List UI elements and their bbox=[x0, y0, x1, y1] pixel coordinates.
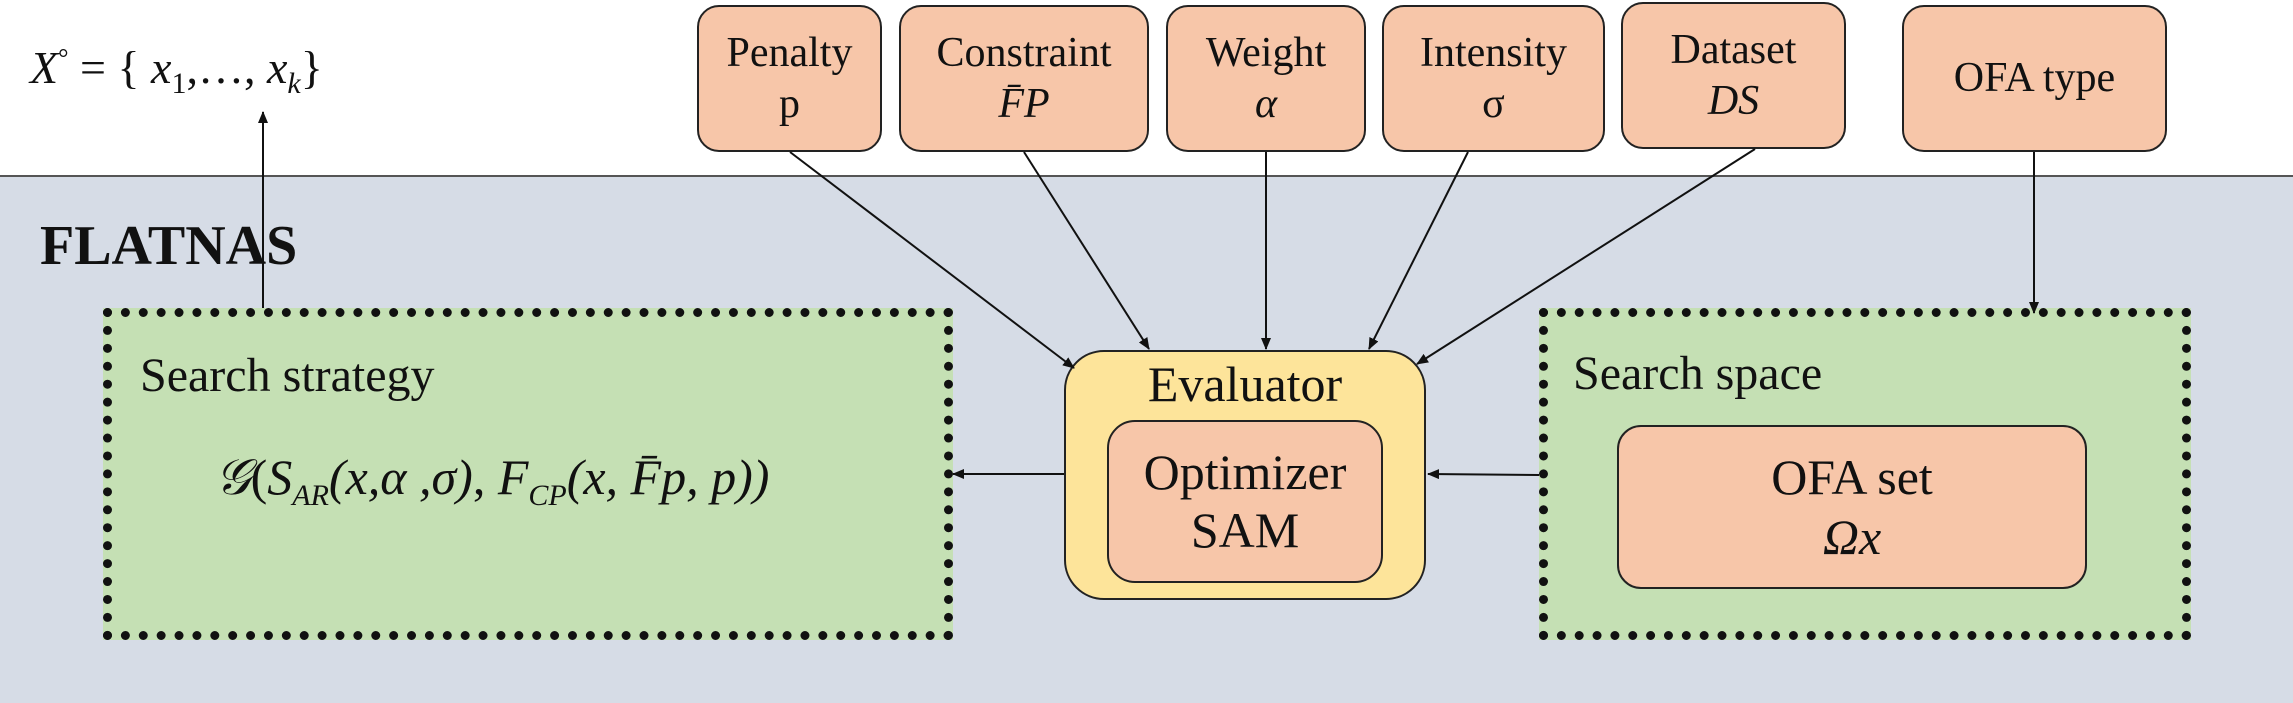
optimizer-line1: Optimizer bbox=[1143, 444, 1347, 500]
param-penalty-label: Penalty bbox=[726, 30, 853, 77]
param-constraint: Constraint F̄P bbox=[899, 5, 1149, 152]
param-weight: Weight α bbox=[1166, 5, 1366, 152]
output-equals: = { bbox=[68, 42, 152, 93]
search-strategy-box bbox=[103, 308, 953, 640]
param-dataset-label: Dataset bbox=[1670, 27, 1797, 74]
output-architecture-set: X° = { x1,…, xk} bbox=[30, 42, 323, 101]
formula-s-sub: AR bbox=[292, 479, 329, 512]
param-penalty: Penalty p bbox=[697, 5, 882, 152]
param-constraint-symbol: F̄P bbox=[998, 80, 1050, 127]
evaluator-label: Evaluator bbox=[1147, 356, 1343, 412]
formula-g: 𝒢 bbox=[215, 449, 251, 505]
param-ofa-type-label: OFA type bbox=[1953, 55, 2116, 102]
param-penalty-symbol: p bbox=[779, 80, 800, 127]
arrow-penalty-evaluator bbox=[789, 151, 1075, 369]
optimizer-line2: SAM bbox=[1190, 501, 1300, 558]
optimizer-box: Optimizer SAM bbox=[1107, 420, 1383, 583]
param-weight-label: Weight bbox=[1205, 30, 1327, 77]
formula-s: S bbox=[267, 449, 293, 505]
formula-s-args: (x,α ,σ) bbox=[328, 449, 473, 505]
formula-comma: , bbox=[472, 449, 498, 505]
formula-f: F bbox=[497, 449, 529, 505]
output-xk: x bbox=[266, 42, 288, 93]
param-dataset-symbol: DS bbox=[1707, 77, 1760, 124]
arrow-dataset-evaluator bbox=[1416, 148, 1756, 365]
param-intensity-symbol: σ bbox=[1482, 80, 1505, 127]
ofa-set-line2: Ωx bbox=[1822, 509, 1882, 565]
param-ofa-type: OFA type bbox=[1902, 5, 2167, 152]
search-space-label: Search space bbox=[1573, 347, 1823, 400]
formula-f-args: (x, F̄p, p)) bbox=[566, 449, 770, 505]
panel-title: FLATNAS bbox=[40, 215, 298, 277]
param-intensity-label: Intensity bbox=[1420, 30, 1567, 77]
param-intensity: Intensity σ bbox=[1382, 5, 1605, 152]
output-x1: x bbox=[151, 42, 172, 93]
param-weight-symbol: α bbox=[1254, 80, 1278, 127]
objective-formula: 𝒢(SAR(x,α ,σ), FCP(x, F̄p, p)) bbox=[215, 449, 770, 512]
output-symbol: X bbox=[30, 42, 59, 93]
output-subk: k bbox=[287, 67, 301, 101]
param-dataset: Dataset DS bbox=[1621, 2, 1846, 149]
output-ellipsis: ,…, bbox=[186, 42, 267, 93]
ofa-set-line1: OFA set bbox=[1771, 449, 1933, 505]
param-constraint-label: Constraint bbox=[936, 30, 1112, 77]
arrow-searchspace-evaluator bbox=[1427, 469, 1540, 480]
formula-f-sub: CP bbox=[528, 479, 567, 512]
arrow-constraint-evaluator bbox=[1023, 151, 1150, 350]
ofa-set-box: OFA set Ωx bbox=[1617, 425, 2087, 589]
arrow-intensity-evaluator bbox=[1368, 151, 1469, 350]
search-strategy-label: Search strategy bbox=[140, 349, 435, 402]
output-close: } bbox=[300, 42, 323, 93]
output-sub1: 1 bbox=[171, 67, 187, 101]
